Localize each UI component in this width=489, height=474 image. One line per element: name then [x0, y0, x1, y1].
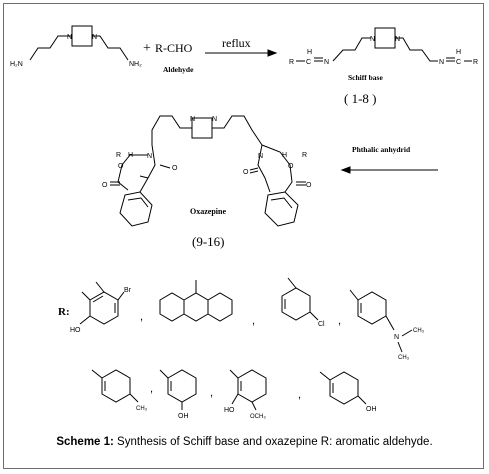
substituent-methoxyhydroxyphenyl	[229, 369, 267, 411]
substituent-anthracene	[159, 280, 233, 322]
schiff-h-left: H	[307, 49, 312, 56]
plus-sign: +	[143, 41, 151, 56]
reflux-arrow	[205, 49, 278, 57]
oxazepine-compounds-label: (9-16)	[192, 234, 225, 249]
schiff-n-pip-right: N	[395, 36, 400, 43]
schiff-h-right: H	[456, 49, 461, 56]
ho-label-1: HO	[70, 327, 81, 334]
oh-label-1: OH	[178, 413, 189, 420]
ox-h-right: H	[282, 152, 287, 159]
separator-5: ,	[210, 387, 213, 399]
schiff-r-right: R	[473, 59, 478, 66]
schiff-n-left: N	[324, 59, 329, 66]
aldehyde-formula: R-CHO	[155, 41, 193, 55]
schiff-c-right: C	[456, 59, 461, 66]
figure-frame	[3, 3, 484, 469]
schiff-base-structure	[296, 27, 472, 62]
caption-label: Scheme 1:	[56, 436, 114, 448]
schiff-c-left: C	[306, 59, 311, 66]
separator-6: ,	[298, 389, 301, 401]
ox-n-left: N	[147, 153, 152, 160]
substituent-bromophenol	[79, 281, 125, 325]
substituent-hydroxytolyl	[159, 369, 197, 410]
oh-label-2: OH	[366, 406, 377, 413]
caption-text: Synthesis of Schiff base and oxazepine R…	[113, 436, 433, 448]
schiff-compounds-label: ( 1-8 )	[344, 91, 377, 106]
br-label: Br	[124, 287, 132, 294]
nh2-left-label: H₂N	[10, 61, 23, 68]
ox-o-carbonyl-right: O	[243, 169, 249, 176]
ch3-label-1: CH₃	[413, 328, 425, 334]
n-atom-left: N	[67, 34, 72, 41]
r-label: R:	[58, 306, 70, 318]
diamine-structure	[29, 25, 129, 61]
schiff-base-label: Schiff base	[348, 73, 383, 82]
ch3-label-2: CH₃	[398, 355, 410, 361]
ox-n-right: N	[258, 153, 263, 160]
phthalic-label: Phthalic anhydrid	[352, 145, 411, 154]
separator-1: ,	[140, 311, 143, 323]
schiff-n-right: N	[439, 59, 444, 66]
substituent-tolyl	[91, 369, 139, 403]
ox-n-pip-left: N	[190, 116, 195, 123]
ox-o-ring-right: O	[288, 163, 294, 170]
separator-3: ,	[338, 315, 341, 327]
aldehyde-label: Aldehyde	[163, 65, 194, 74]
substituent-chlorophenyl	[281, 277, 319, 321]
ox-o-right: O	[306, 182, 312, 189]
ox-o-carbonyl-left: O	[172, 165, 178, 172]
oxazepine-label: Oxazepine	[190, 207, 226, 216]
ox-h-left: H	[128, 152, 133, 159]
phthalic-arrow	[340, 166, 438, 174]
ch3-label-3: CH₃	[136, 406, 148, 412]
figure-caption: Scheme 1: Synthesis of Schiff base and o…	[0, 436, 489, 448]
cl-label: Cl	[318, 321, 325, 328]
ox-r-left: R	[116, 152, 121, 159]
nh2-right-label: NH₂	[129, 61, 142, 68]
separator-2: ,	[252, 315, 255, 327]
och3-label: OCH₃	[250, 414, 266, 420]
ox-r-right: R	[302, 152, 307, 159]
ox-n-pip-right: N	[212, 116, 217, 123]
oxazepine-structure	[110, 115, 306, 227]
reflux-label: reflux	[222, 36, 251, 50]
ox-o-ring-left: O	[118, 163, 124, 170]
substituent-dimethylaminophenyl	[349, 289, 413, 353]
substituent-hydroxyphenyl	[319, 371, 367, 405]
ho-label-2: HO	[224, 407, 235, 414]
dimethyl-n-label: N	[394, 334, 399, 341]
separator-4: ,	[150, 383, 153, 395]
n-atom-right: N	[92, 34, 97, 41]
schiff-r-left: R	[289, 59, 294, 66]
schiff-n-pip-left: N	[370, 36, 375, 43]
ox-o-left: O	[102, 182, 108, 189]
